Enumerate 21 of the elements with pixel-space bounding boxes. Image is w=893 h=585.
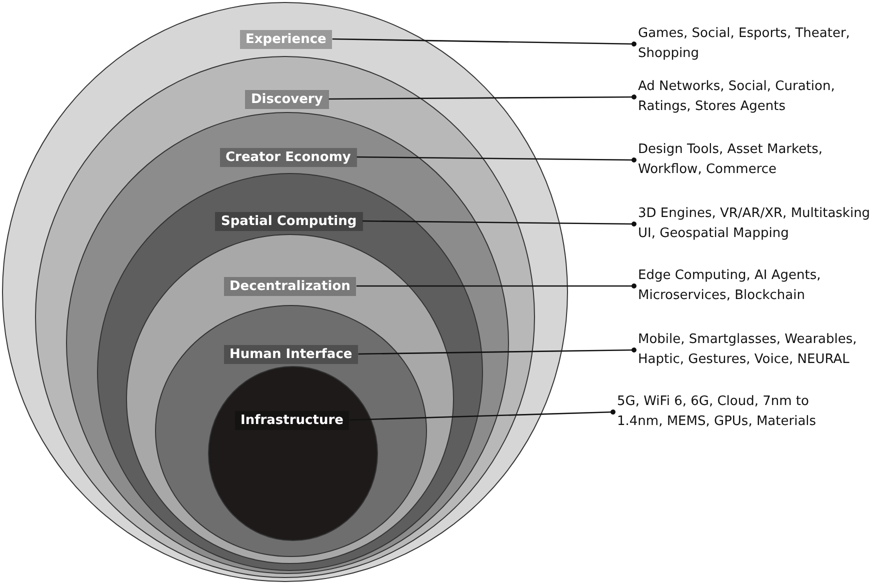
leader-line [349,410,616,421]
leader-line [356,156,636,162]
leader-line [328,94,636,100]
leader-line [358,348,636,355]
callout-text: 3D Engines, VR/AR/XR, Multitasking UI, Geospatial Mapping [638,204,878,244]
layer-label: Human Interface [224,344,358,364]
layer-label: Experience [240,30,332,48]
callout-text: Mobile, Smartglasses, Wearables, Haptic, Gestures, Voice, NEURAL [638,330,878,370]
callout-text: Ad Networks, Social, Curation, Ratings, Stores Agents [638,77,878,117]
callout-text: Design Tools, Asset Markets, Workflow, Commerce [638,140,878,180]
callout-text: 5G, WiFi 6, 6G, Cloud, 7nm to 1.4nm, MEMS, GPUs, Materials [617,392,857,432]
callout-text: Games, Social, Esports, Theater, Shopping [638,24,878,64]
layer-label: Infrastructure [234,410,350,430]
layer-label: Spatial Computing [215,212,363,230]
callout-text: Edge Computing, AI Agents, Microservices, Blockchain [638,266,878,306]
layer-label: Discovery [245,90,329,108]
layer-label: Decentralization [224,276,356,296]
leader-line [332,38,636,46]
leader-line [362,220,636,226]
layer-label: Creator Economy [220,148,357,166]
leader-line [356,284,636,288]
